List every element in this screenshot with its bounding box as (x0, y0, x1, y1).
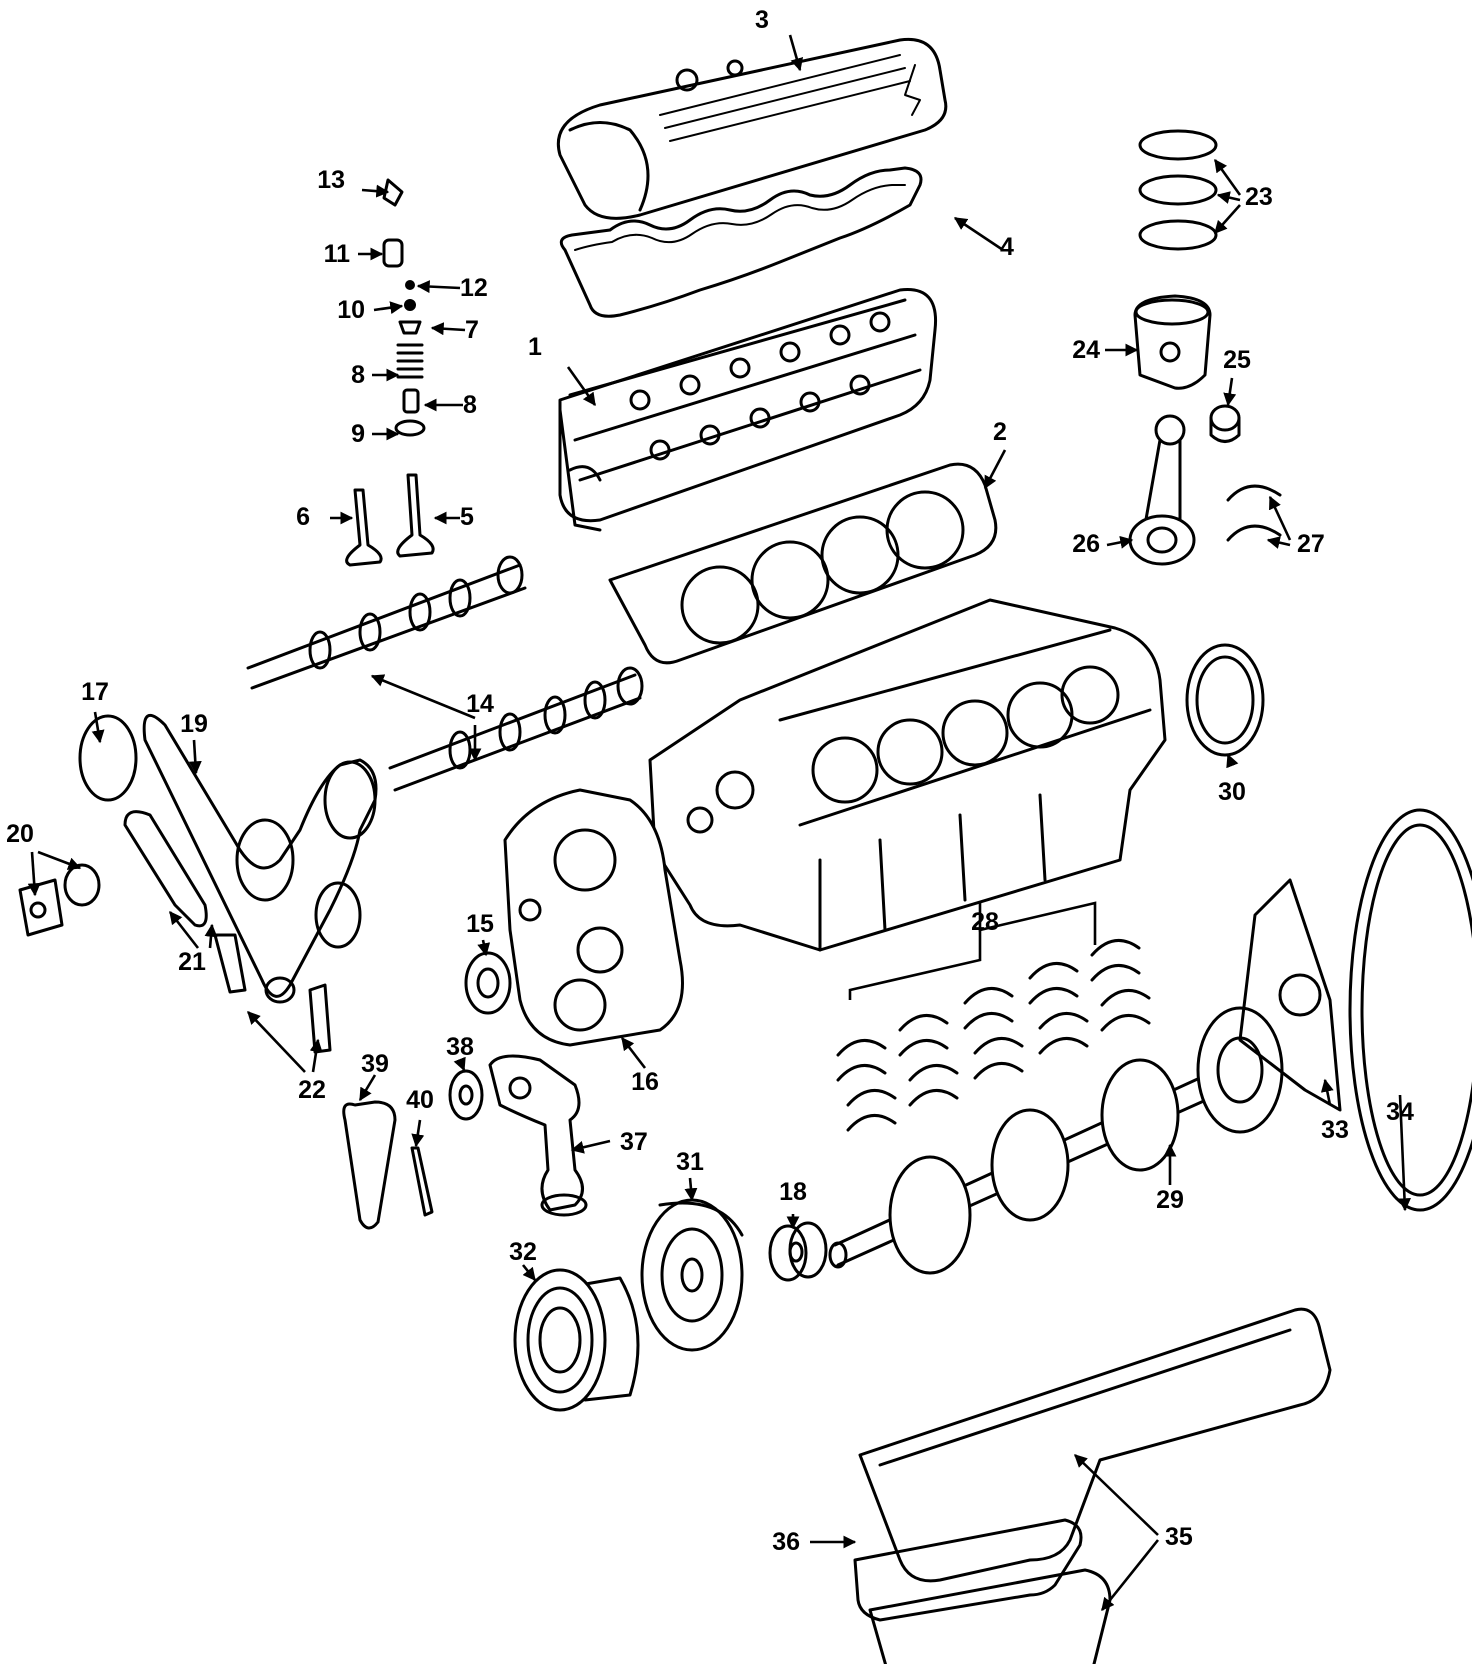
crankshaft (828, 1006, 1284, 1275)
callout-29: 29 (1156, 1186, 1184, 1214)
crankshaft-sprocket (768, 1221, 828, 1282)
callout-25: 25 (1223, 346, 1251, 374)
callout-10: 10 (337, 296, 365, 324)
callout-9: 9 (351, 420, 365, 448)
callout-34: 34 (1386, 1098, 1414, 1126)
callout-35: 35 (1165, 1523, 1193, 1551)
harmonic-balancer (640, 1198, 744, 1352)
callout-38: 38 (446, 1033, 474, 1061)
callout-27: 27 (1297, 530, 1325, 558)
callout-36: 36 (772, 1528, 800, 1556)
callout-5: 5 (460, 503, 474, 531)
head-gasket (608, 462, 998, 665)
flywheel-ring (1348, 808, 1472, 1212)
callout-26: 26 (1072, 530, 1100, 558)
callout-labels: 1 2 3 4 5 6 7 8 8 9 10 11 12 13 14 15 16… (6, 6, 1414, 1556)
callout-21: 21 (178, 948, 206, 976)
connecting-rod (1128, 414, 1196, 566)
valve-exhaust (345, 488, 383, 567)
rod-bearings (1226, 484, 1282, 542)
valve-intake (396, 473, 435, 558)
chain-guides (123, 810, 332, 1054)
valve-cover-gasket (559, 166, 923, 318)
leader-lines (27, 34, 1411, 1612)
callout-30: 30 (1218, 778, 1246, 806)
callout-20: 20 (6, 820, 34, 848)
callout-32: 32 (509, 1238, 537, 1266)
callout-31: 31 (676, 1148, 704, 1176)
callout-3: 3 (755, 6, 769, 34)
timing-cover (503, 788, 684, 1047)
callout-8b: 8 (463, 391, 477, 419)
callout-1: 1 (528, 333, 542, 361)
callout-16: 16 (631, 1068, 659, 1096)
callout-13: 13 (317, 166, 345, 194)
oil-pump-sprocket (448, 1069, 484, 1121)
front-seal (464, 951, 512, 1015)
callout-7: 7 (465, 316, 479, 344)
oil-pan-gasket (853, 1518, 1083, 1622)
callout-4: 4 (1000, 233, 1014, 261)
callout-8a: 8 (351, 361, 365, 389)
callout-28: 28 (971, 908, 999, 936)
main-bearings (836, 939, 1151, 1132)
callout-39: 39 (361, 1050, 389, 1078)
rear-main-seal (1185, 643, 1265, 757)
callout-19: 19 (180, 710, 208, 738)
engine-block (648, 598, 1167, 952)
callout-23: 23 (1245, 183, 1273, 211)
callout-33: 33 (1321, 1116, 1349, 1144)
callout-37: 37 (620, 1128, 648, 1156)
flexplate-adapter (1238, 878, 1342, 1112)
callout-11: 11 (324, 240, 351, 268)
oil-pump (488, 1054, 588, 1217)
piston-rings (1138, 129, 1218, 251)
callout-15: 15 (466, 910, 494, 938)
callout-18: 18 (779, 1178, 807, 1206)
piston (1133, 294, 1212, 390)
camshafts (246, 555, 644, 792)
callout-17: 17 (81, 678, 109, 706)
callout-2: 2 (993, 418, 1007, 446)
callout-40: 40 (406, 1086, 434, 1114)
callout-12: 12 (460, 274, 488, 302)
valve-train-parts (382, 178, 426, 437)
callout-24: 24 (1072, 336, 1100, 364)
oil-pump-chain (342, 1100, 434, 1230)
callout-14: 14 (466, 690, 494, 718)
callout-22: 22 (298, 1076, 326, 1104)
wrist-pin-bushing (1209, 404, 1241, 443)
valve-cover (557, 37, 948, 220)
chain-tensioner (18, 863, 101, 937)
cylinder-head (558, 288, 938, 532)
callout-6: 6 (296, 503, 310, 531)
crankshaft-pulley (513, 1268, 640, 1412)
timing-chain (78, 713, 378, 1004)
